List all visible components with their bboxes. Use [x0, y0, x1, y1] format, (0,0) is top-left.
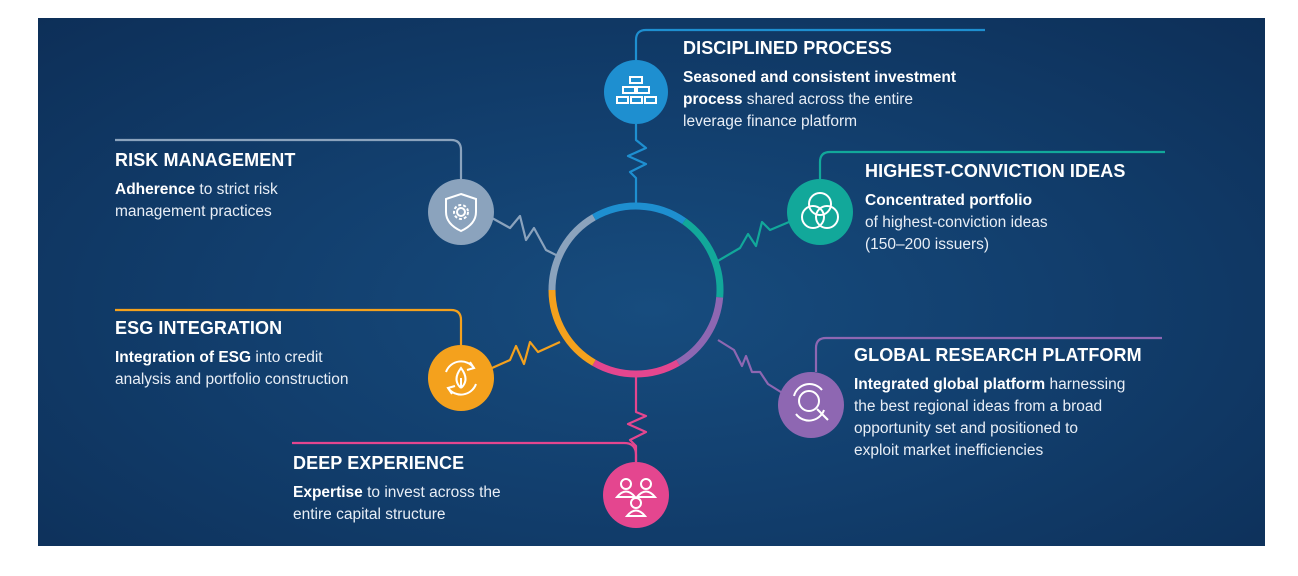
connector-risk — [115, 138, 463, 179]
connector-disciplined — [634, 28, 985, 60]
global-text-1: harnessing — [1045, 376, 1126, 393]
nodes — [428, 60, 853, 528]
highest-text-3: (150–200 issuers) — [865, 236, 990, 253]
node-highest — [787, 179, 853, 245]
venn-circles-icon — [801, 192, 839, 229]
ring-segment-deep — [592, 359, 680, 378]
connector-highest — [818, 150, 1165, 179]
deep-bold: Expertise — [293, 484, 363, 501]
shield-gear-icon — [445, 192, 477, 233]
disciplined-text-2: shared across the entire — [742, 91, 914, 108]
disciplined-bold-2: process — [683, 91, 743, 108]
people-network-icon — [614, 478, 658, 517]
highest-text-2: of highest-conviction ideas — [865, 214, 1048, 231]
deep-experience-block: DEEP EXPERIENCE Expertise to invest acro… — [293, 453, 501, 526]
deep-experience-title: DEEP EXPERIENCE — [293, 453, 465, 473]
spring-global — [717, 339, 785, 395]
risk-text-2: management practices — [115, 203, 272, 220]
spring-esg — [491, 340, 561, 370]
hierarchy-blocks-icon — [616, 76, 657, 104]
risk-bold: Adherence — [115, 181, 196, 198]
spring-risk — [491, 214, 563, 259]
connector-esg — [115, 308, 463, 345]
spring-disciplined — [626, 124, 648, 205]
spring-deep — [626, 376, 648, 462]
ring-segment-disciplined — [592, 202, 687, 225]
risk-text-1: to strict risk — [195, 181, 278, 198]
global-text-2: the best regional ideas from a broad — [854, 398, 1103, 415]
ring-segment-risk — [548, 214, 596, 291]
risk-management-title: RISK MANAGEMENT — [115, 150, 296, 170]
central-ring — [548, 202, 724, 378]
global-research-block: GLOBAL RESEARCH PLATFORM Integrated glob… — [854, 345, 1142, 462]
esg-bold: Integration of ESG — [115, 349, 252, 366]
leaf-cycle-icon — [445, 360, 477, 396]
disciplined-text-3: leverage finance platform — [683, 113, 858, 130]
risk-management-block: RISK MANAGEMENT Adherence to strict risk… — [115, 150, 296, 223]
global-bold: Integrated global platform — [854, 376, 1046, 393]
deep-text-2: entire capital structure — [293, 506, 446, 523]
disciplined-process-title: DISCIPLINED PROCESS — [683, 38, 892, 58]
global-research-title: GLOBAL RESEARCH PLATFORM — [854, 345, 1142, 365]
highest-conviction-block: HIGHEST-CONVICTION IDEAS Concentrated po… — [865, 161, 1125, 256]
highest-bold: Concentrated portfolio — [865, 192, 1033, 209]
node-risk — [428, 179, 494, 245]
esg-integration-title: ESG INTEGRATION — [115, 318, 283, 338]
disciplined-bold: Seasoned and consistent investment — [683, 69, 957, 86]
esg-text-1: into credit — [251, 349, 323, 366]
disciplined-process-block: DISCIPLINED PROCESS Seasoned and consist… — [683, 38, 956, 133]
spring-highest — [715, 220, 790, 263]
global-text-4: exploit market inefficiencies — [854, 442, 1044, 459]
esg-integration-block: ESG INTEGRATION Integration of ESG into … — [115, 318, 349, 391]
esg-text-2: analysis and portfolio construction — [115, 371, 349, 388]
highest-conviction-title: HIGHEST-CONVICTION IDEAS — [865, 161, 1126, 181]
ring-segment-esg — [548, 289, 596, 366]
connector-global — [814, 336, 1162, 372]
globe-search-icon — [793, 383, 829, 422]
node-global — [778, 372, 844, 438]
deep-text-1: to invest across the — [362, 484, 501, 501]
ring-segment-global — [676, 296, 724, 366]
global-text-3: opportunity set and positioned to — [854, 420, 1079, 437]
ring-segment-highest — [682, 218, 724, 298]
node-deep — [603, 462, 669, 528]
